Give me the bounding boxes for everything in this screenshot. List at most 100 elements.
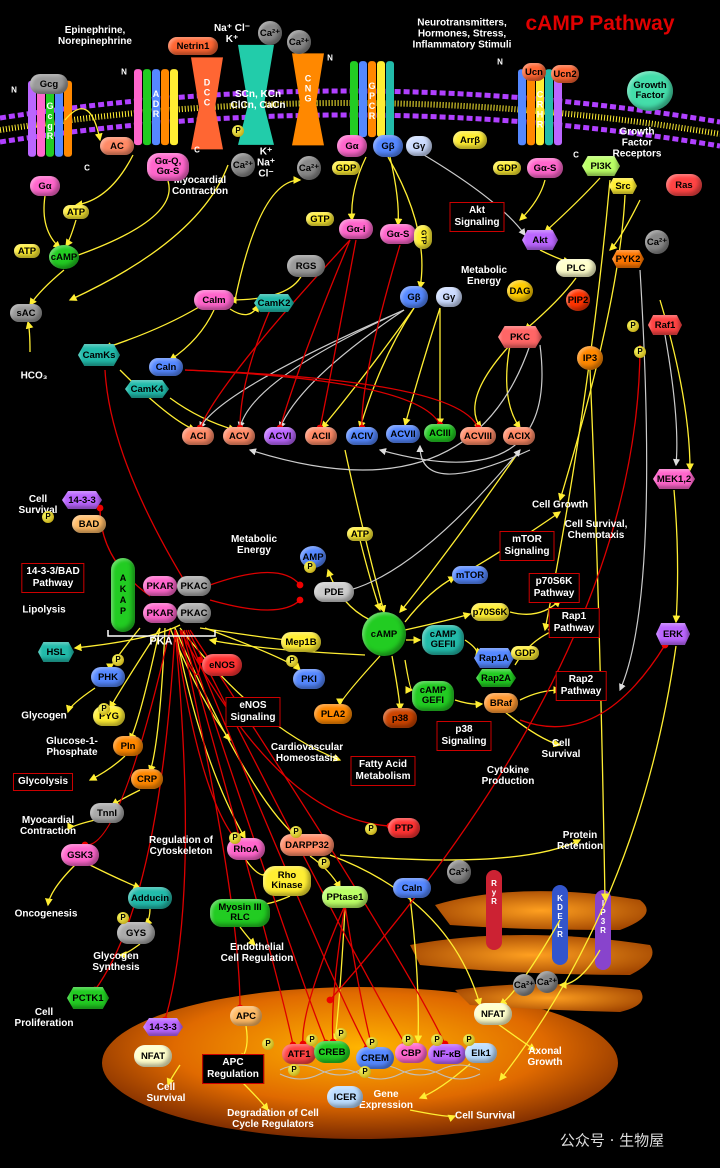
node-rgs: RGS <box>287 255 325 277</box>
phosphate-icon: P <box>634 346 646 358</box>
ion-channel-body <box>238 44 274 145</box>
node-enos: eNOS <box>202 654 242 676</box>
node-pip2: PIP2 <box>566 289 590 311</box>
receptor-helix <box>545 69 553 146</box>
node-acii: ACII <box>305 427 337 445</box>
phosphate-icon: P <box>306 1034 318 1046</box>
node-gas1: Gα-S <box>527 158 563 178</box>
node-ca4: Ca²⁺ <box>297 156 321 180</box>
phosphate-icon: P <box>335 1028 347 1040</box>
receptor-helix <box>55 80 63 157</box>
pka-bracket <box>107 630 216 637</box>
page-title: cAMP Pathway <box>525 12 675 35</box>
node-pde: PDE <box>314 582 354 602</box>
label-ions1: Na⁺ Cl⁻K⁺ <box>213 23 251 45</box>
label-cellgrowth: Cell Growth <box>531 499 589 511</box>
node-atp3: ATP <box>347 527 373 541</box>
receptor-helix <box>350 61 358 138</box>
phosphate-icon: P <box>232 125 244 137</box>
node-pla2: PLA2 <box>314 704 352 724</box>
node-ucn2: Ucn2 <box>551 65 579 83</box>
phosphate-icon: P <box>229 832 241 844</box>
node-pkar2: PKAR <box>143 603 177 623</box>
node-aciii: ACIII <box>424 424 456 442</box>
phosphate-icon: P <box>431 1034 443 1046</box>
node-plc: PLC <box>556 259 596 277</box>
receptor-helix <box>368 61 376 138</box>
node-gbeta2: Gβ <box>400 286 428 308</box>
node-acv: ACV <box>223 427 255 445</box>
node-gai: Gα-i <box>339 219 373 239</box>
node-pkar1: PKAR <box>143 576 177 596</box>
node-aci: ACI <box>182 427 214 445</box>
receptor-helix <box>536 69 544 146</box>
node-dag: DAG <box>507 280 533 302</box>
node-galpha2: Gα <box>337 135 367 157</box>
channel-body <box>292 53 324 146</box>
node-pptase1: PPtase1 <box>322 886 368 908</box>
node-calm1: Calm <box>194 290 234 310</box>
c-terminus-label: C <box>84 163 90 173</box>
receptor-helix <box>64 80 72 157</box>
node-sac: sAC <box>10 304 42 322</box>
node-gsk3: GSK3 <box>61 844 99 866</box>
node-pkc: PKC <box>498 326 542 348</box>
node-arrb: Arrβ <box>453 131 487 149</box>
n-terminus-label: N <box>497 57 503 67</box>
er-receptor-body <box>595 890 611 970</box>
node-pki: PKI <box>293 669 325 689</box>
node-gaq: Gα-Q,Gα-S <box>147 153 189 181</box>
phosphate-icon: P <box>402 1034 414 1046</box>
receptor-helix <box>152 69 160 146</box>
node-akt: Akt <box>522 230 558 250</box>
node-caln2: Caln <box>393 878 431 898</box>
node-mek12: MEK1,2 <box>653 469 695 489</box>
phosphate-icon: P <box>318 857 330 869</box>
node-raf1: Raf1 <box>648 315 682 335</box>
node-caln1: Caln <box>149 358 183 376</box>
receptor-helix <box>143 69 151 146</box>
node-ucn: Ucn <box>522 63 546 81</box>
node-gdp2: GDP <box>493 161 521 175</box>
pka-label: PKA <box>149 635 173 648</box>
receptor-helix <box>377 61 385 138</box>
label-hco3: HCO₃ <box>20 370 48 382</box>
phosphate-icon: P <box>288 1064 300 1076</box>
node-camp2: cAMP <box>362 612 406 656</box>
node-gcg: Gcg <box>30 74 68 94</box>
node-bad: BAD <box>72 515 106 533</box>
node-gdp3: GDP <box>511 646 539 660</box>
receptor-helix <box>170 69 178 146</box>
node-braf: BRaf <box>484 693 518 713</box>
node-apc: APC <box>230 1006 262 1026</box>
node-aciv: ACIV <box>346 427 378 445</box>
node-ca7: Ca²⁺ <box>513 974 535 996</box>
node-acvi: ACVI <box>264 427 296 445</box>
node-ca8: Ca²⁺ <box>536 971 558 993</box>
phosphate-icon: P <box>365 823 377 835</box>
node-pln: Pln <box>113 736 143 756</box>
